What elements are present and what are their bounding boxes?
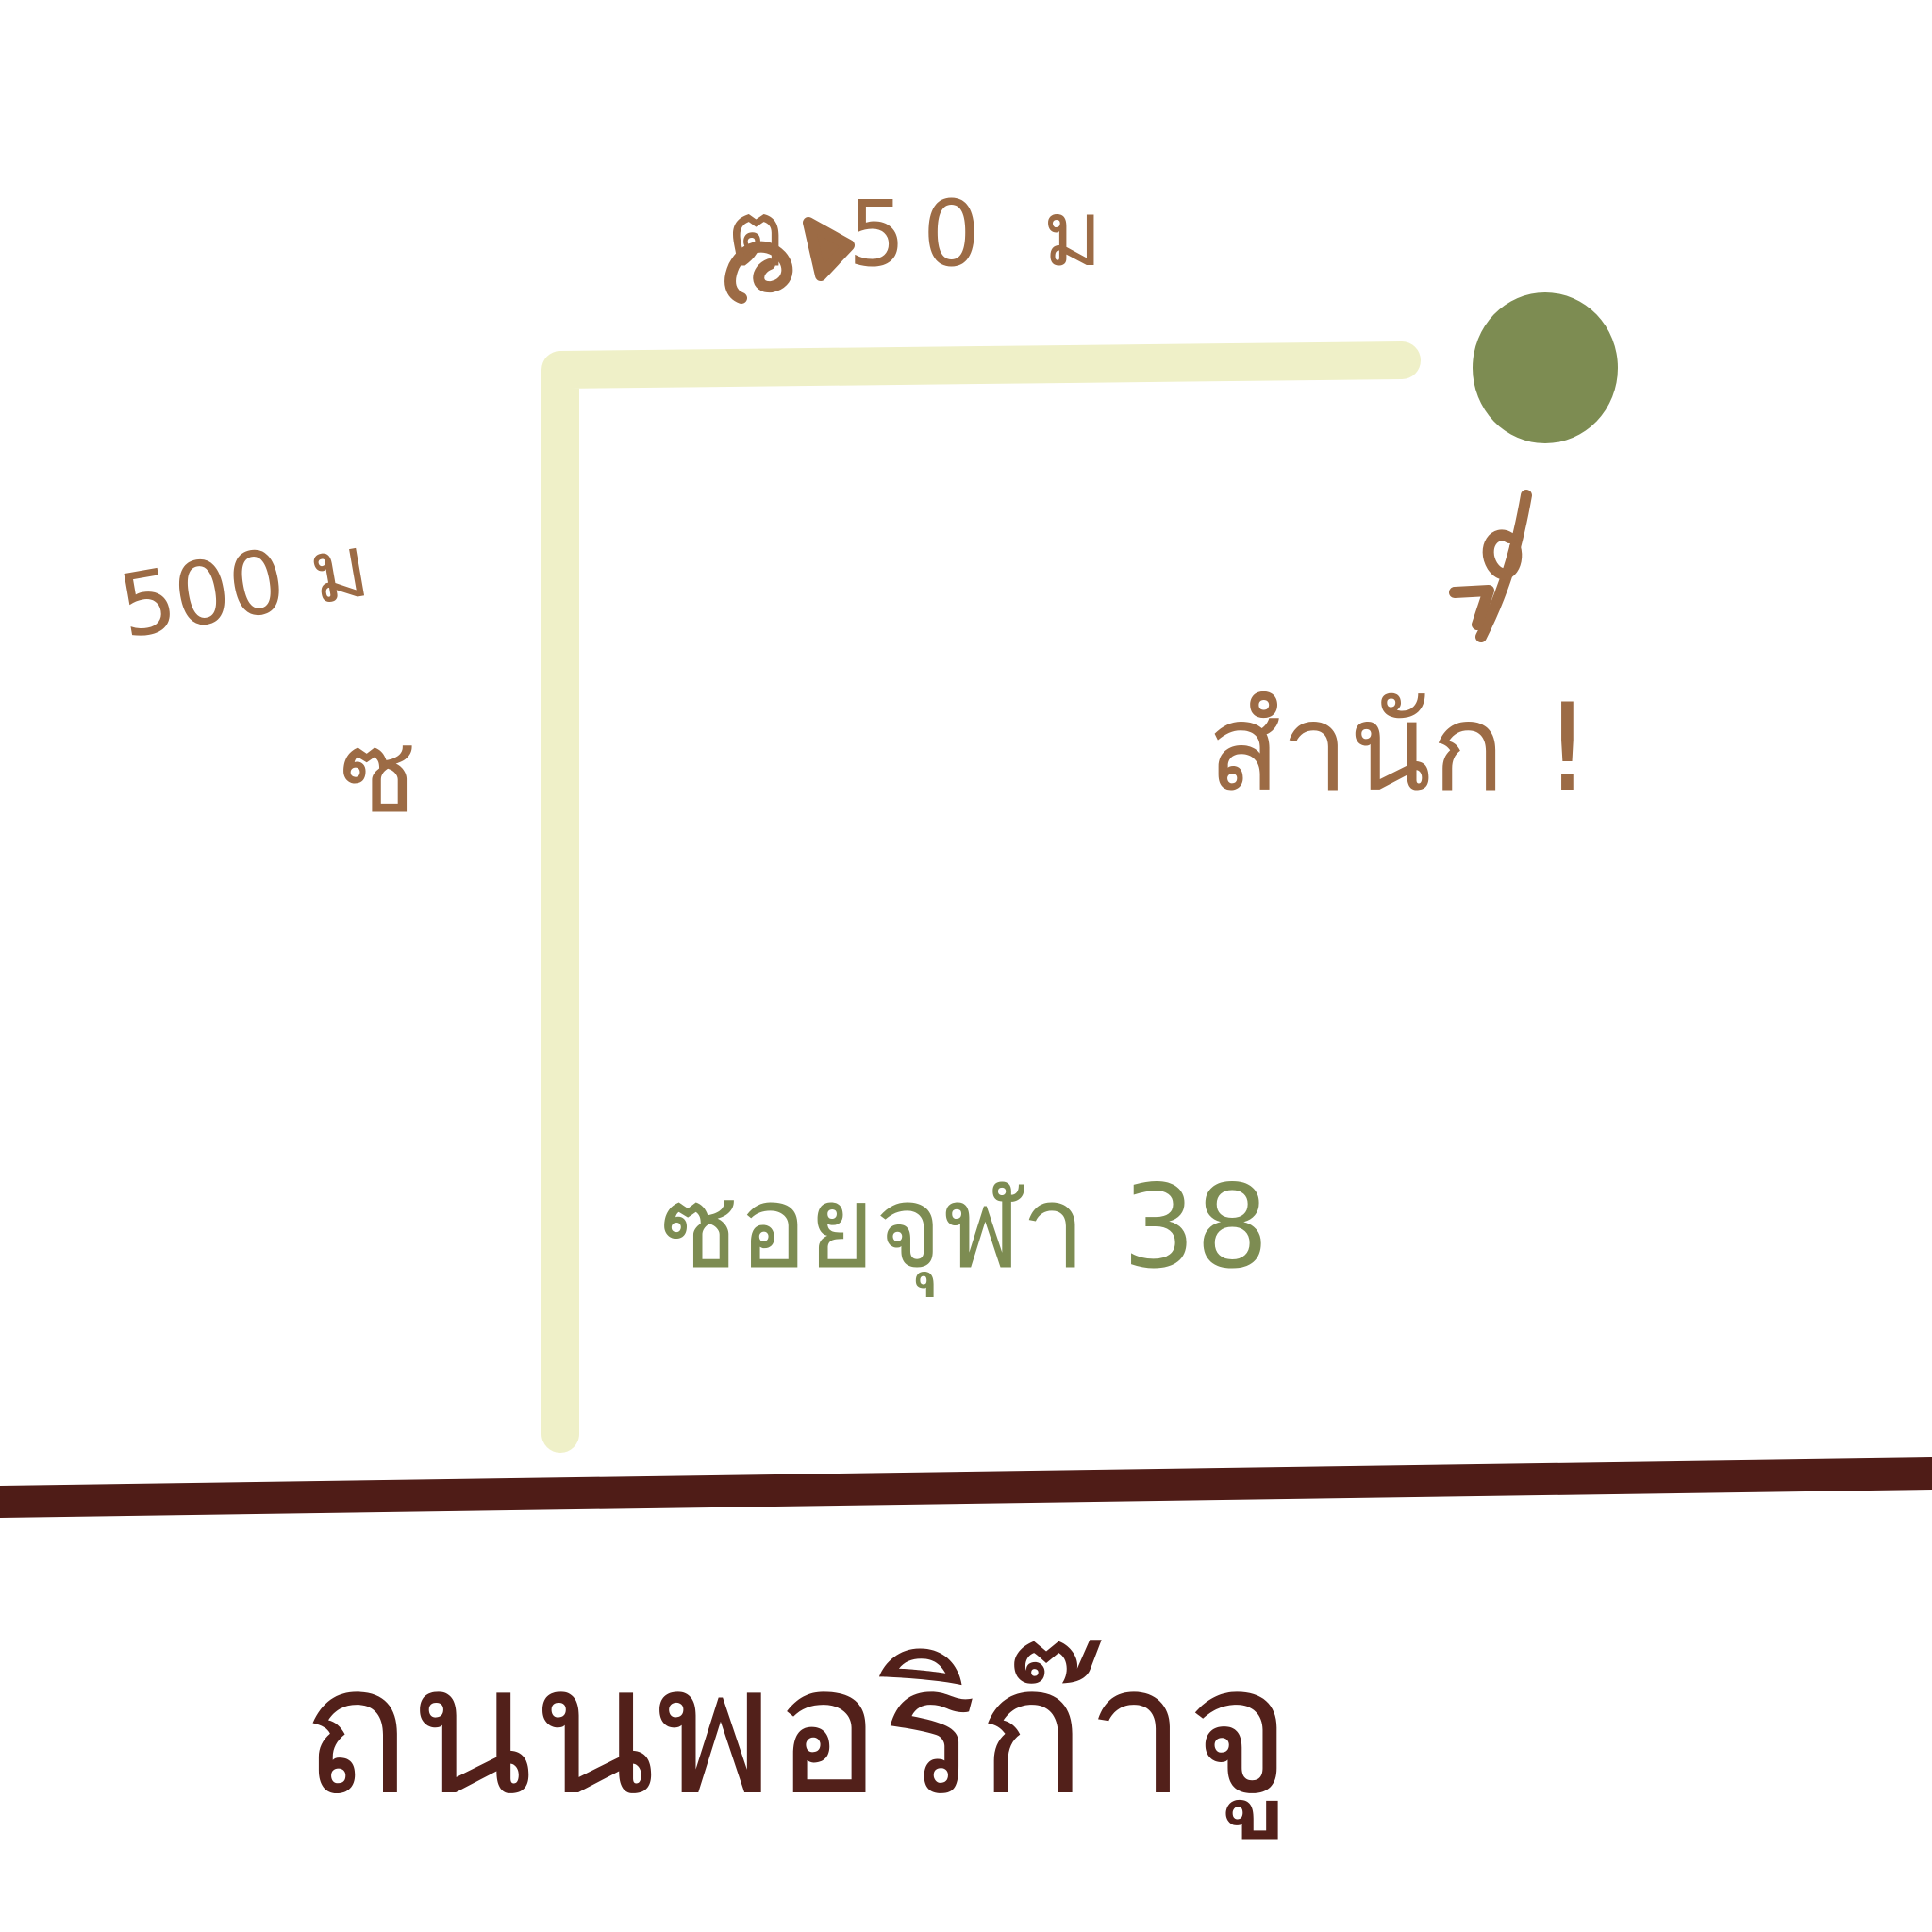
soi-street: [541, 341, 1421, 1453]
main-road-name-label: ถนนพอริก๊าจู: [302, 1626, 1292, 1835]
main-road: [0, 1457, 1932, 1518]
soi-name-label: ซอยจุฬา 38: [660, 1160, 1269, 1294]
destination-marker: [1473, 292, 1618, 443]
destination-label: สำนัก !: [1208, 678, 1591, 819]
turn-left-label: ซ: [340, 708, 417, 839]
arrow-down-left-icon: [1449, 490, 1532, 642]
distance-top-label: ต 50 ม: [726, 181, 1120, 287]
arrow-right-icon: [724, 217, 855, 304]
